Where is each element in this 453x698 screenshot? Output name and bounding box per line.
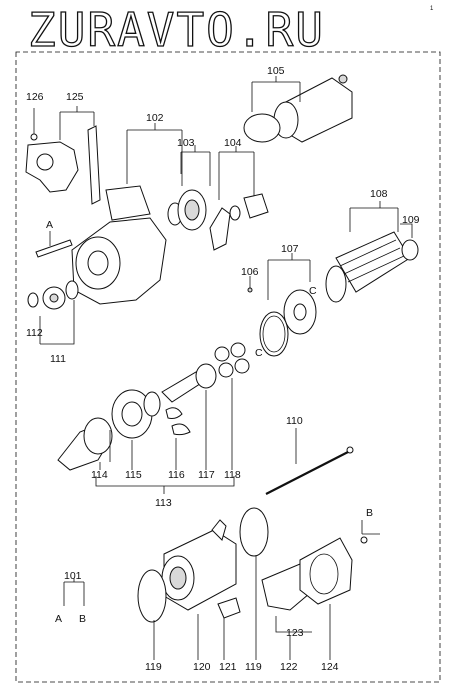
label-126: 126 xyxy=(26,91,44,103)
ref-a-top: A xyxy=(46,219,53,231)
bolt-reference-a xyxy=(35,231,73,258)
bearing-103 xyxy=(167,145,211,231)
label-111: 111 xyxy=(50,353,66,365)
label-120: 120 xyxy=(193,661,211,673)
planetary-gears-118 xyxy=(214,342,250,378)
label-123: 123 xyxy=(286,627,304,639)
gear-shaft-117 xyxy=(161,363,217,403)
label-119-right: 119 xyxy=(245,661,262,673)
label-112: 112 xyxy=(26,327,43,339)
label-113: 113 xyxy=(155,497,172,509)
plate-107 xyxy=(259,253,317,357)
leaders-middle xyxy=(99,378,233,470)
watermark-text: ZURAVTO.RU xyxy=(28,3,325,57)
label-114: 114 xyxy=(91,469,108,481)
ref-c-right: C xyxy=(309,285,317,297)
screw-reference-b xyxy=(360,520,380,544)
label-121: 121 xyxy=(219,661,237,673)
oring-119-right xyxy=(239,507,269,557)
plate-121 xyxy=(217,597,241,619)
label-119-left: 119 xyxy=(145,661,162,673)
ref-b-bottom: B xyxy=(79,613,86,625)
end-cover-124 xyxy=(299,537,353,605)
ball-106 xyxy=(247,287,253,293)
solenoid-105 xyxy=(243,74,353,143)
leader-101 xyxy=(63,578,85,606)
label-108: 108 xyxy=(370,188,388,200)
oring-119-left xyxy=(137,569,167,623)
clips-116 xyxy=(165,407,191,436)
label-101: 101 xyxy=(64,570,82,582)
through-bolt-110 xyxy=(265,428,354,495)
ref-c-left: C xyxy=(255,347,263,359)
label-102: 102 xyxy=(146,112,164,124)
label-125: 125 xyxy=(66,91,84,103)
label-105: 105 xyxy=(267,65,285,77)
yoke-120 xyxy=(161,519,237,611)
leaders-lower xyxy=(153,556,331,660)
label-106: 106 xyxy=(241,266,259,278)
label-116: 116 xyxy=(168,469,185,481)
corner-mark: 1 xyxy=(430,6,434,12)
pinion-112 xyxy=(27,280,79,345)
label-118: 118 xyxy=(224,469,241,481)
label-104: 104 xyxy=(224,137,242,149)
bracket-125 xyxy=(25,106,101,205)
ref-b-right: B xyxy=(366,507,373,519)
label-109: 109 xyxy=(402,214,420,226)
armature-108 xyxy=(325,201,419,303)
leader-113 xyxy=(95,476,235,494)
label-124: 124 xyxy=(321,661,339,673)
label-122: 122 xyxy=(280,661,298,673)
nose-housing-102 xyxy=(71,123,183,305)
leader-123 xyxy=(275,616,312,633)
label-103: 103 xyxy=(177,137,195,149)
label-115: 115 xyxy=(125,469,142,481)
label-117: 117 xyxy=(198,469,215,481)
clutch-115 xyxy=(111,389,161,439)
screw-126 xyxy=(30,108,38,141)
label-110: 110 xyxy=(286,415,303,427)
ref-a-bottom: A xyxy=(55,613,62,625)
pinion-shaft-114 xyxy=(57,417,113,471)
lever-104 xyxy=(209,146,269,251)
label-107: 107 xyxy=(281,243,299,255)
outer-dashed-frame xyxy=(15,51,441,683)
